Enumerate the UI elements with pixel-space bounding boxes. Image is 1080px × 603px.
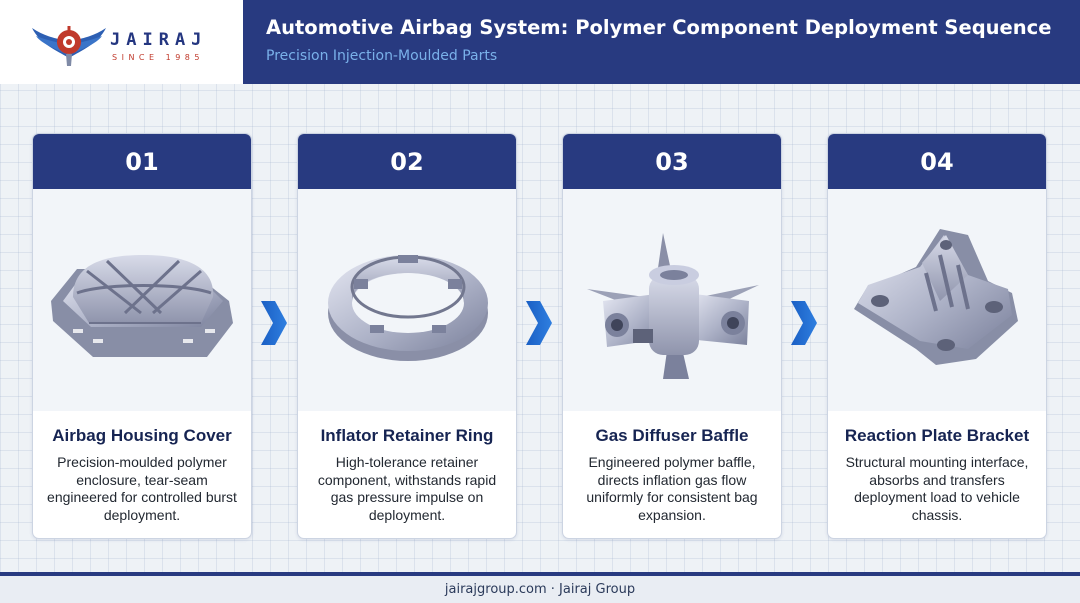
step-title: Inflator Retainer Ring: [320, 426, 494, 445]
reaction-plate-bracket-image: [828, 189, 1046, 411]
step-card-04: 04 Reaction Plate Bracket Structural mou…: [827, 133, 1047, 539]
jairaj-emblem-icon: [32, 26, 106, 66]
step-description: Engineered polymer baffle, directs infla…: [586, 454, 758, 523]
brand-name: JAIRAJ: [110, 30, 208, 50]
step-card-01: 01 Airbag Housing Cover Precision-moulde…: [32, 133, 252, 539]
step-card-02: 02 Inflator Retainer Ring High-tolerance…: [297, 133, 517, 539]
gas-diffuser-baffle-image: [563, 189, 781, 411]
page-subtitle: Precision Injection-Moulded Parts: [266, 48, 498, 64]
brand-logo[interactable]: JAIRAJ SINCE 1985: [0, 0, 243, 84]
footer-link[interactable]: jairajgroup.com · Jairaj Group: [0, 576, 1080, 603]
page-title: Automotive Airbag System: Polymer Compon…: [266, 16, 1052, 39]
chevron-right-icon: [791, 301, 817, 345]
step-number: 01: [33, 134, 251, 189]
airbag-housing-cover-image: [33, 189, 251, 411]
header-banner: JAIRAJ SINCE 1985 Automotive Airbag Syst…: [0, 0, 1080, 84]
step-title: Reaction Plate Bracket: [844, 426, 1030, 445]
step-title: Gas Diffuser Baffle: [595, 426, 749, 445]
inflator-retainer-ring-image: [298, 189, 516, 411]
chevron-right-icon: [261, 301, 287, 345]
step-description: High-tolerance retainer component, withs…: [317, 454, 497, 523]
step-number: 02: [298, 134, 516, 189]
step-card-03: 03 Gas Diffuser Baffle Engineered polyme…: [562, 133, 782, 539]
step-number: 03: [563, 134, 781, 189]
step-description: Precision-moulded polymer enclosure, tea…: [47, 454, 237, 523]
step-title: Airbag Housing Cover: [52, 426, 232, 445]
step-description: Structural mounting interface, absorbs a…: [845, 454, 1029, 523]
step-number: 04: [828, 134, 1046, 189]
chevron-right-icon: [526, 301, 552, 345]
footer-divider: [0, 572, 1080, 576]
brand-since: SINCE 1985: [112, 53, 204, 62]
